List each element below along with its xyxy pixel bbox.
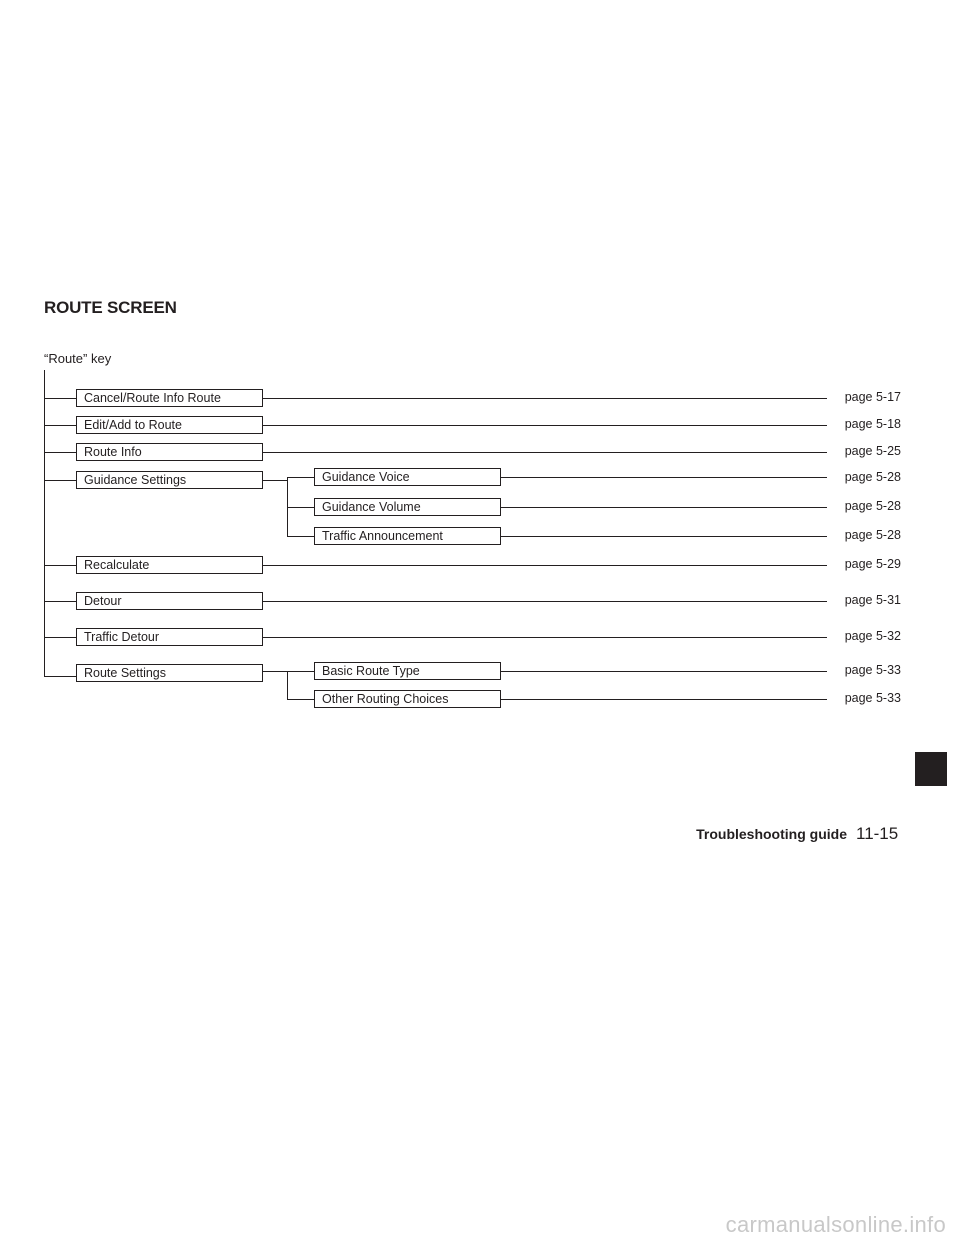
section-title: ROUTE SCREEN bbox=[44, 298, 177, 317]
page-ref: page 5-31 bbox=[844, 593, 901, 607]
leader-line bbox=[501, 477, 827, 478]
menu-item-cancel-route-info[interactable]: Cancel/Route Info Route bbox=[76, 389, 263, 407]
leader-line bbox=[263, 398, 827, 399]
route-key-label: “Route” key bbox=[44, 351, 112, 366]
page-ref: page 5-33 bbox=[844, 663, 901, 677]
submenu-item-guidance-volume[interactable]: Guidance Volume bbox=[314, 498, 501, 516]
menu-item-route-info[interactable]: Route Info bbox=[76, 443, 263, 461]
sub-branch-line bbox=[263, 480, 287, 481]
footer-page-number: 11-15 bbox=[856, 824, 899, 843]
leader-line bbox=[263, 452, 827, 453]
leader-line bbox=[263, 637, 827, 638]
menu-item-detour[interactable]: Detour bbox=[76, 592, 263, 610]
menu-item-traffic-detour[interactable]: Traffic Detour bbox=[76, 628, 263, 646]
branch-line bbox=[44, 452, 76, 453]
page-ref: page 5-25 bbox=[844, 444, 901, 458]
branch-line bbox=[44, 637, 76, 638]
page-ref: page 5-33 bbox=[844, 691, 901, 705]
branch-line bbox=[44, 565, 76, 566]
page-ref: page 5-17 bbox=[844, 390, 901, 404]
branch-line bbox=[44, 398, 76, 399]
chapter-tab bbox=[915, 752, 947, 786]
leader-line bbox=[501, 699, 827, 700]
page-ref: page 5-32 bbox=[844, 629, 901, 643]
page-ref: page 5-29 bbox=[844, 557, 901, 571]
watermark: carmanualsonline.info bbox=[725, 1212, 946, 1237]
leader-line bbox=[501, 507, 827, 508]
branch-line bbox=[44, 676, 76, 677]
leader-line bbox=[501, 671, 827, 672]
leader-line bbox=[263, 425, 827, 426]
footer-section-name: Troubleshooting guide bbox=[696, 826, 847, 842]
submenu-item-guidance-voice[interactable]: Guidance Voice bbox=[314, 468, 501, 486]
submenu-item-basic-route-type[interactable]: Basic Route Type bbox=[314, 662, 501, 680]
leader-line bbox=[263, 601, 827, 602]
menu-item-edit-add-to-route[interactable]: Edit/Add to Route bbox=[76, 416, 263, 434]
sub-branch-line bbox=[287, 507, 314, 508]
page-ref: page 5-28 bbox=[844, 499, 901, 513]
page-ref: page 5-28 bbox=[844, 528, 901, 542]
sub-branch-line bbox=[287, 671, 314, 672]
leader-line bbox=[263, 565, 827, 566]
menu-item-route-settings[interactable]: Route Settings bbox=[76, 664, 263, 682]
submenu-item-traffic-announcement[interactable]: Traffic Announcement bbox=[314, 527, 501, 545]
sub-branch-line bbox=[287, 699, 314, 700]
page-ref: page 5-18 bbox=[844, 417, 901, 431]
sub-branch-line bbox=[287, 536, 314, 537]
tree-trunk-line bbox=[44, 370, 45, 677]
menu-item-guidance-settings[interactable]: Guidance Settings bbox=[76, 471, 263, 489]
sub-branch-line bbox=[263, 671, 287, 672]
branch-line bbox=[44, 601, 76, 602]
submenu-item-other-routing-choices[interactable]: Other Routing Choices bbox=[314, 690, 501, 708]
menu-item-recalculate[interactable]: Recalculate bbox=[76, 556, 263, 574]
branch-line bbox=[44, 480, 76, 481]
page-ref: page 5-28 bbox=[844, 470, 901, 484]
sub-trunk-line bbox=[287, 671, 288, 700]
leader-line bbox=[501, 536, 827, 537]
sub-branch-line bbox=[287, 477, 314, 478]
branch-line bbox=[44, 425, 76, 426]
